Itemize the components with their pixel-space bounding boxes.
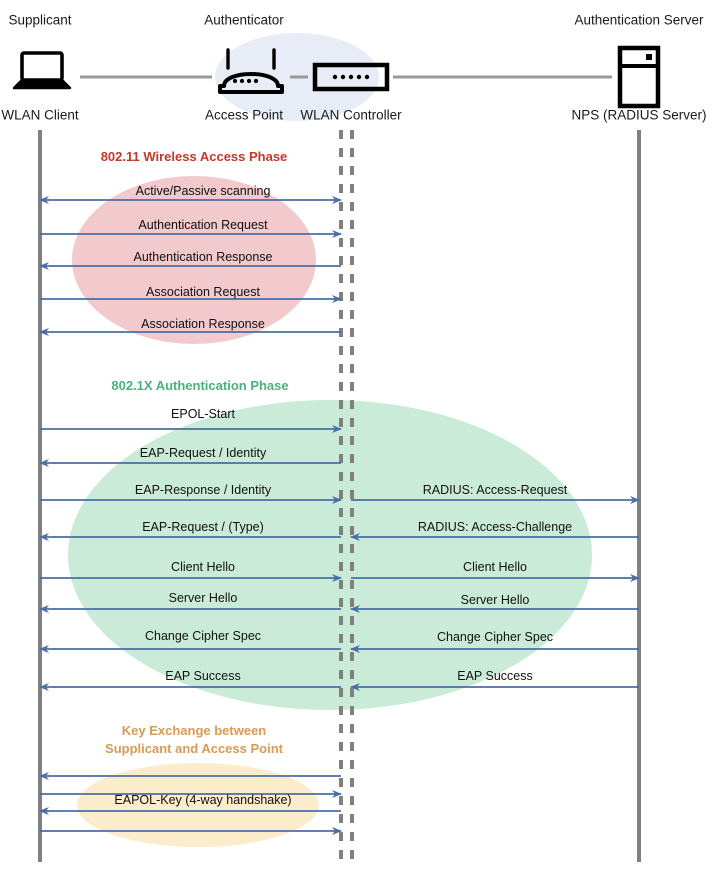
phase-label-wireless-access: 802.11 Wireless Access Phase [100,149,288,164]
access-point-icon [218,48,284,94]
message-label: Authentication Request [138,218,268,232]
actor-node-label: WLAN Client [1,107,79,123]
actor-role-title: Authentication Server [574,12,704,28]
message-label: EAP-Response / Identity [134,483,272,497]
message-label: RADIUS: Access-Request [422,483,568,497]
actor-node-label: Access Point [204,107,284,123]
message-label: Server Hello [168,591,238,605]
phase-ellipse-key-exchange [77,763,319,847]
phase-ellipse-dot1x-authentication [68,400,592,710]
message-label: EAP-Request / (Type) [142,520,264,534]
message-label: EPOL-Start [171,407,235,421]
laptop-icon [12,51,72,90]
message-label: EAPOL-Key (4-way handshake) [114,793,292,807]
wlan-controller-icon [312,62,390,92]
phase-ellipse-wireless-access [72,176,316,344]
message-label: Active/Passive scanning [135,184,271,198]
phase-label-dot1x-authentication: 802.1X Authentication Phase [111,378,289,393]
message-label: Association Request [146,285,260,299]
message-label: Client Hello [463,560,527,574]
message-label: Association Response [141,317,265,331]
server-icon [617,45,661,109]
actor-node-label: WLAN Controller [300,107,402,123]
message-label: Server Hello [460,593,530,607]
message-label: Authentication Response [133,250,273,264]
message-label: Change Cipher Spec [144,629,262,643]
actor-node-label: NPS (RADIUS Server) [571,107,707,123]
message-label: Client Hello [171,560,235,574]
actor-role-title: Supplicant [8,12,72,28]
message-label: Change Cipher Spec [436,630,554,644]
message-label: RADIUS: Access-Challenge [417,520,573,534]
arrows [39,196,640,835]
message-label: EAP Success [165,669,241,683]
actor-role-title: Authenticator [204,12,284,28]
message-label: EAP-Request / Identity [139,446,267,460]
message-label: EAP Success [457,669,533,683]
